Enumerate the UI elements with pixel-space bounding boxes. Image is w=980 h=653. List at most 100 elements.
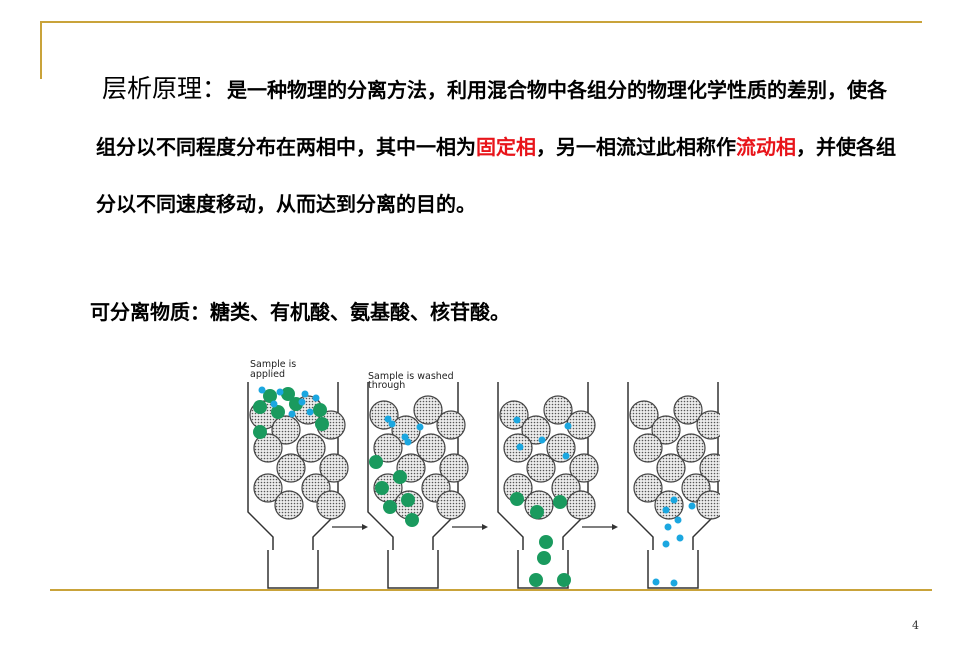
column-2-bead <box>416 433 446 463</box>
principle-text-1: 是一种物理的分离方法，利用混合物中各组分的物理化学性质的差别，使各组分以不同程度… <box>96 78 888 159</box>
column-4-bead <box>696 490 720 520</box>
column-2-bead <box>373 433 403 463</box>
green-component-dot <box>253 425 267 439</box>
column-1-bead <box>274 490 304 520</box>
label-applied-line2: applied <box>250 369 285 380</box>
column-1-bead <box>253 473 283 503</box>
column-3-outline <box>497 382 589 550</box>
column-3-bead <box>543 395 573 425</box>
green-component-dot <box>383 500 397 514</box>
principle-paragraph: 层析原理：是一种物理的分离方法，利用混合物中各组分的物理化学性质的差别，使各组分… <box>96 60 896 233</box>
column-2-bead <box>436 410 466 440</box>
green-component-dot <box>313 403 327 417</box>
column-3-bead <box>526 453 556 483</box>
chromatography-diagram: Sample is applied Sample is washed throu… <box>247 359 720 589</box>
green-component-dot <box>263 389 277 403</box>
green-component-dot <box>253 400 267 414</box>
column-4-bead <box>673 395 703 425</box>
label-washed-line1: Sample is washed <box>368 371 454 382</box>
column-1-outline <box>247 382 339 550</box>
column-3-bead <box>569 453 599 483</box>
column-4-bead <box>633 473 663 503</box>
blue-component-dot <box>564 422 572 430</box>
blue-component-dot <box>664 523 672 531</box>
arrow-3-head <box>612 524 618 530</box>
blue-component-dot <box>416 423 424 431</box>
collection-vessel-1 <box>267 550 319 589</box>
green-component-dot <box>537 551 551 565</box>
blue-component-dot <box>513 416 521 424</box>
green-component-dot <box>405 513 419 527</box>
column-2-bead <box>413 395 443 425</box>
column-1-bead <box>296 433 326 463</box>
blue-component-dot <box>670 496 678 504</box>
green-component-dot <box>553 495 567 509</box>
column-2-bead <box>439 453 469 483</box>
mobile-phase-term: 流动相 <box>736 135 796 159</box>
blue-component-dot <box>652 578 660 586</box>
arrow-1-head <box>362 524 368 530</box>
green-component-dot <box>529 573 543 587</box>
column-1-bead <box>271 415 301 445</box>
column-3-bead <box>499 400 529 430</box>
blue-component-dot <box>276 388 284 396</box>
blue-component-dot <box>662 540 670 548</box>
column-4-outline <box>627 382 719 550</box>
bottom-rule <box>50 589 932 591</box>
columns <box>247 382 720 589</box>
green-component-dot <box>530 505 544 519</box>
blue-component-dot <box>388 420 396 428</box>
blue-component-dot <box>516 443 524 451</box>
blue-component-dot <box>298 398 306 406</box>
column-4-bead <box>696 410 720 440</box>
label-washed-line2: through <box>368 380 405 391</box>
column-4-bead <box>633 433 663 463</box>
blue-component-dot <box>674 516 682 524</box>
blue-component-dot <box>384 415 392 423</box>
collection-vessel-3 <box>517 550 569 589</box>
column-4-bead <box>699 453 720 483</box>
blue-component-dot <box>306 408 314 416</box>
blue-component-dot <box>301 390 309 398</box>
principle-text-2: ，另一相流过此相称作 <box>536 135 736 159</box>
principle-heading: 层析原理： <box>102 74 228 103</box>
blue-component-dot <box>670 579 678 587</box>
arrow-2-head <box>482 524 488 530</box>
green-component-dot <box>393 470 407 484</box>
blue-component-dot <box>688 502 696 510</box>
green-component-dot <box>369 455 383 469</box>
collection-vessel-2 <box>387 550 439 589</box>
blue-component-dot <box>676 534 684 542</box>
green-component-dot <box>401 493 415 507</box>
green-component-dot <box>375 481 389 495</box>
column-4-bead <box>676 433 706 463</box>
blue-component-dot <box>538 436 546 444</box>
column-2-outline <box>367 382 459 550</box>
column-2-bead <box>436 490 466 520</box>
blue-component-dot <box>258 386 266 394</box>
green-component-dot <box>557 573 571 587</box>
column-4-bead <box>629 400 659 430</box>
stationary-phase-term: 固定相 <box>476 135 536 159</box>
left-rule <box>40 21 42 79</box>
label-applied-line1: Sample is <box>250 359 296 370</box>
column-4-bead <box>651 415 681 445</box>
green-component-dot <box>271 405 285 419</box>
column-1-bead <box>319 453 349 483</box>
column-1-bead <box>316 490 346 520</box>
column-3-bead <box>566 490 596 520</box>
column-1-bead <box>276 453 306 483</box>
blue-component-dot <box>562 452 570 460</box>
green-component-dot <box>281 387 295 401</box>
blue-component-dot <box>404 438 412 446</box>
column-1-bead <box>253 433 283 463</box>
green-component-dot <box>315 417 329 431</box>
principle-text-3: ，并使各组分以不同速度移动，从而达到分离的目的。 <box>96 135 896 216</box>
separable-substances: 可分离物质：糖类、有机酸、氨基酸、核苷酸。 <box>90 300 510 324</box>
blue-component-dot <box>312 394 320 402</box>
page-number: 4 <box>912 619 919 632</box>
blue-component-dot <box>662 506 670 514</box>
column-4-bead <box>656 453 686 483</box>
blue-component-dot <box>288 410 296 418</box>
green-component-dot <box>539 535 553 549</box>
